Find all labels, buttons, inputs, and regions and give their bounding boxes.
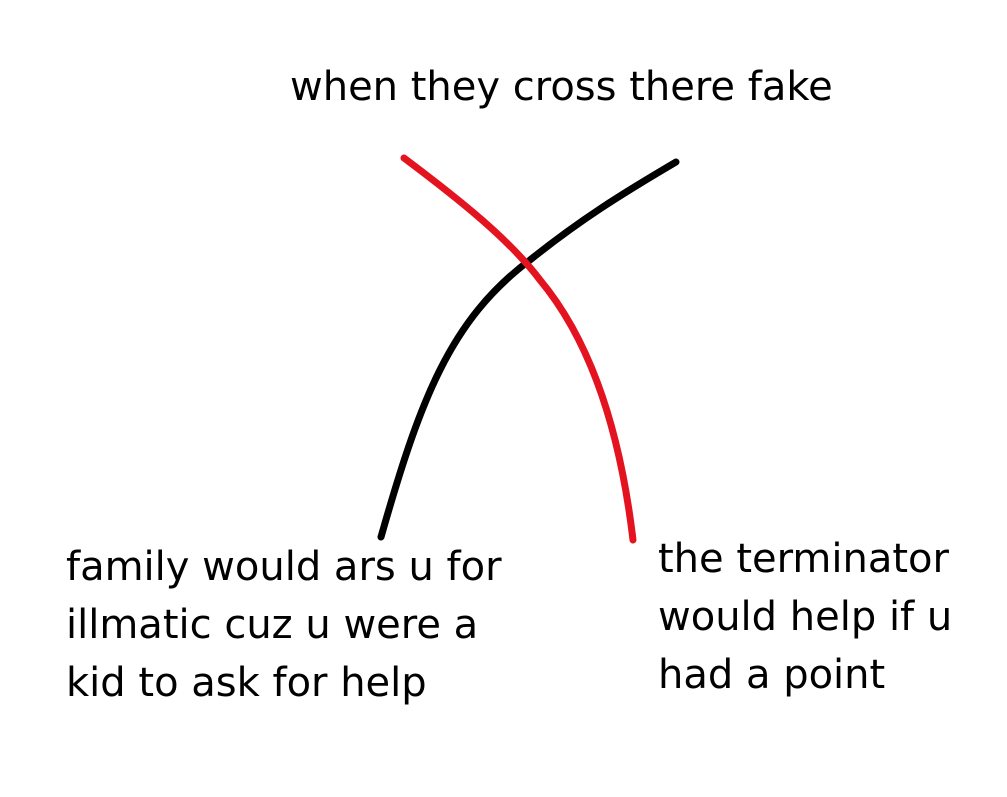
red-curve-label: the terminator would help if u had a poi… — [658, 536, 953, 698]
diagram-title: when they cross there fake — [290, 64, 833, 110]
black-curve-label: family would ars u for illmatic cuz u we… — [66, 544, 502, 706]
black-curve — [377, 158, 680, 541]
red-curve — [400, 154, 637, 544]
